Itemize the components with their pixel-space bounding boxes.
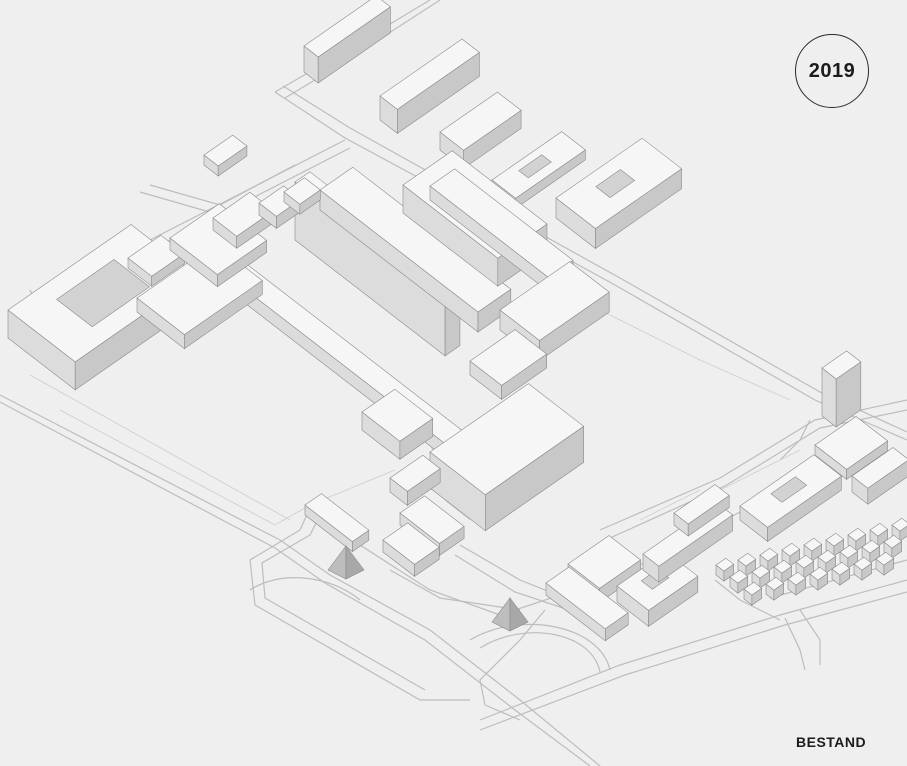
- pyramid-pavilion-east: [491, 597, 529, 632]
- house-0-5: [825, 532, 845, 557]
- se-block-2: [545, 566, 629, 642]
- east-edge-block: [851, 447, 907, 505]
- long-arm-annex: [361, 388, 434, 460]
- house-2-3: [809, 566, 829, 591]
- house-0-7: [869, 522, 889, 547]
- house-2-2: [787, 571, 807, 596]
- house-1-2: [773, 559, 793, 584]
- block-ne-5: [555, 137, 683, 250]
- south-block-2: [389, 454, 441, 507]
- house-2-4: [831, 561, 851, 586]
- year-label: 2019: [808, 59, 856, 82]
- house-0-0: [715, 557, 735, 582]
- house-1-0: [729, 569, 749, 594]
- south-block-4: [382, 522, 440, 578]
- year-badge: 2019: [795, 34, 869, 108]
- house-0-2: [759, 547, 779, 572]
- west-block-6: [283, 177, 321, 215]
- se-block-5: [673, 484, 730, 537]
- house-0-8: [891, 517, 907, 542]
- house-2-6: [875, 551, 895, 576]
- house-0-3: [781, 542, 801, 567]
- tower: [821, 350, 862, 428]
- block-ne-2: [379, 38, 480, 135]
- house-2-1: [765, 576, 785, 601]
- south-block-large: [429, 383, 585, 532]
- west-block-4: [212, 191, 275, 249]
- block-ne-3: [439, 91, 522, 169]
- house-2-0: [743, 581, 763, 606]
- house-2-5: [853, 556, 873, 581]
- west-block-3: [169, 203, 268, 288]
- block-ne-1: [303, 0, 391, 84]
- status-caption: BESTAND: [796, 734, 867, 750]
- pyramid-pavilion-west: [327, 545, 365, 580]
- west-block-7: [203, 134, 248, 177]
- tower-base: [814, 416, 889, 481]
- se-block-6: [739, 454, 842, 543]
- house-0-1: [737, 552, 757, 577]
- south-block-5: [304, 493, 370, 553]
- east-block-2: [469, 329, 548, 401]
- house-1-1: [751, 564, 771, 589]
- house-1-3: [795, 554, 815, 579]
- building-blocks: [7, 0, 907, 642]
